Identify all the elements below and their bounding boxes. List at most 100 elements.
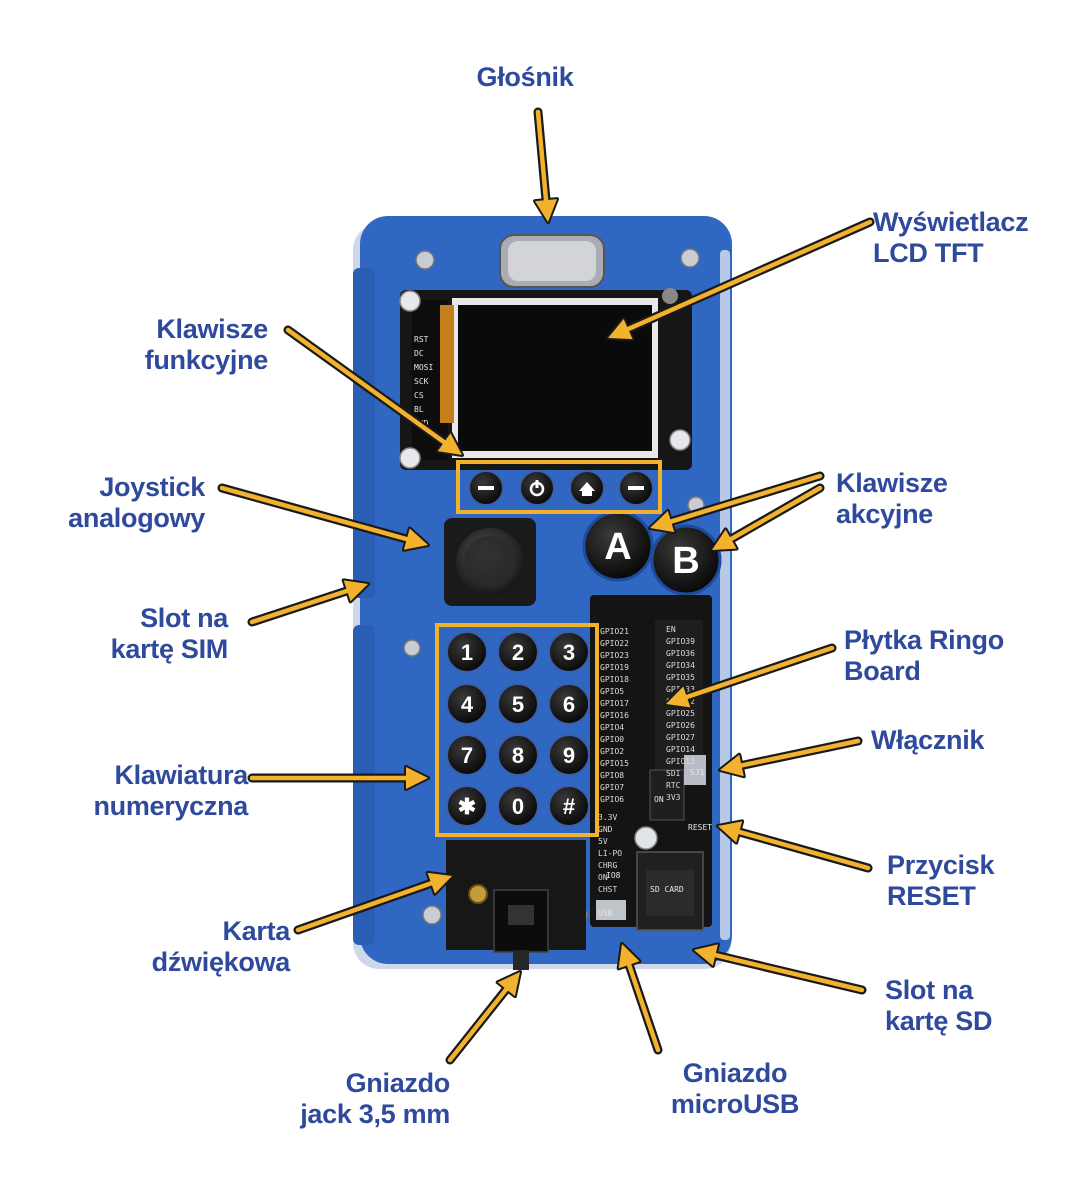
board-pin-label-left: GPIO23 — [600, 651, 629, 660]
numpad-key-label: 3 — [563, 640, 575, 665]
ringo-board — [590, 595, 712, 931]
board-power-label: CHST — [598, 885, 617, 894]
label-numpad: Klawiatura numeryczna — [93, 760, 248, 821]
board-pin-label-left: GPIO22 — [600, 639, 629, 648]
label-microusb: Gniazdo microUSB — [670, 1058, 800, 1119]
numpad-key — [446, 734, 488, 776]
board-power-label: CHRG — [598, 861, 617, 870]
board-pin-label-right: GPIO14 — [666, 745, 695, 754]
label-sim-slot: Slot na kartę SIM — [110, 603, 229, 664]
board-pin-label-right: GPIO12 — [666, 757, 695, 766]
board-pin-label-left: GPIO21 — [600, 627, 629, 636]
board-silkscreen-text: SD CARD — [650, 885, 684, 894]
callout-arrow — [716, 819, 873, 873]
board-pin-label-right: SDI — [666, 769, 681, 778]
display-pin-label: RST — [414, 335, 429, 344]
board-pin-label-left: GPIO0 — [600, 735, 624, 744]
board-pin-label-left: GPIO4 — [600, 723, 624, 732]
board-silkscreen-text: IO8 — [606, 871, 621, 880]
callout-arrow — [664, 643, 837, 710]
board-power-label: 3.3V — [598, 813, 617, 822]
board-pin-label-right: GPIO39 — [666, 637, 695, 646]
callout-arrow — [283, 325, 464, 457]
board-pin-label-right: GPIO36 — [666, 649, 695, 658]
board-pin-label-right: GPIO27 — [666, 733, 695, 742]
board-pin-label-left: GPIO16 — [600, 711, 629, 720]
numpad-key-label: ✱ — [458, 794, 476, 819]
board-power-label: LI-PO — [598, 849, 622, 858]
action-button-a: A — [604, 526, 631, 568]
action-button-b: B — [672, 540, 699, 582]
label-power-switch: Włącznik — [871, 725, 985, 755]
callout-arrow — [445, 970, 522, 1065]
label-sound-card: Karta dźwiękowa — [151, 916, 291, 977]
callout-arrows — [217, 107, 875, 1065]
highlight-boxes — [435, 460, 662, 837]
label-action-keys: Klawisze akcyjne — [836, 468, 948, 529]
function-keys — [468, 470, 654, 506]
label-ringo-board: Płytka Ringo Board — [844, 625, 1004, 686]
label-sd-slot: Slot na kartę SD — [885, 975, 993, 1036]
numpad: 1 2 3 4 5 6 7 8 9 ✱ 0 # — [446, 631, 590, 827]
board-silkscreen-text: USB — [598, 909, 613, 918]
label-reset-button: Przycisk RESET — [887, 850, 995, 911]
board-pin-label-left: GPIO7 — [600, 783, 624, 792]
board-pin-label-left: GPIO6 — [600, 795, 624, 804]
numpad-key-label: 1 — [461, 640, 473, 665]
numpad-key — [497, 683, 539, 725]
callout-arrow — [718, 736, 863, 779]
callout-arrow — [217, 483, 430, 552]
joystick — [444, 518, 536, 606]
numpad-key-label: 0 — [512, 794, 524, 819]
board-pin-label-left: GPIO17 — [600, 699, 629, 708]
numpad-key-label: 7 — [461, 743, 473, 768]
callout-arrow — [616, 942, 663, 1055]
numpad-key — [446, 631, 488, 673]
numpad-key — [497, 785, 539, 827]
callout-arrow — [648, 471, 825, 535]
numpad-key-label: 6 — [563, 692, 575, 717]
board-pin-label-right: GPIO25 — [666, 709, 695, 718]
display-pin-label: SCK — [414, 377, 429, 386]
board-pin-label-right: GPIO26 — [666, 721, 695, 730]
speaker-grille — [499, 234, 605, 288]
numpad-key — [446, 785, 488, 827]
display-pin-label: BL — [414, 405, 424, 414]
numpad-key — [548, 734, 590, 776]
numpad-key-label: 5 — [512, 692, 524, 717]
callout-arrow — [692, 942, 867, 995]
board-silkscreen-text: ON — [654, 795, 664, 804]
numpad-key-label: 8 — [512, 743, 524, 768]
board-power-label: ON — [598, 873, 608, 882]
board-pin-label-left: GPIO15 — [600, 759, 629, 768]
board-pin-label-left: GPIO2 — [600, 747, 624, 756]
display-pin-label: MOSI — [414, 363, 433, 372]
board-pin-label-right: GPIO34 — [666, 661, 695, 670]
board-silkscreen-text: SJ1 — [690, 768, 705, 777]
callout-arrow — [710, 483, 825, 552]
numpad-key-label: 9 — [563, 743, 575, 768]
board-power-label: 5V — [598, 837, 608, 846]
numpad-key-label: 2 — [512, 640, 524, 665]
board-pin-label-left: GPIO18 — [600, 675, 629, 684]
board-power-label: GND — [598, 825, 613, 834]
display-pin-label: DC — [414, 349, 424, 358]
numpad-key-label: # — [563, 794, 575, 819]
label-jack: Gniazdo jack 3,5 mm — [300, 1068, 450, 1129]
board-pin-label-right: RTC — [666, 781, 681, 790]
numpad-key-label: 4 — [461, 692, 474, 717]
board-pin-label-left: GPIO8 — [600, 771, 624, 780]
sound-card-module — [446, 840, 586, 970]
numpad-key — [548, 785, 590, 827]
label-speaker: Głośnik — [476, 62, 574, 92]
callout-arrow — [533, 107, 559, 224]
callout-arrow — [247, 765, 430, 791]
numpad-key — [497, 734, 539, 776]
board-silkscreen-text: RESET — [688, 823, 712, 832]
numpad-key — [548, 631, 590, 673]
display-pin-label: CS — [414, 391, 424, 400]
board-pin-label-left: GPIO5 — [600, 687, 624, 696]
board-pin-label-right: EN — [666, 625, 676, 634]
numpad-key — [497, 631, 539, 673]
